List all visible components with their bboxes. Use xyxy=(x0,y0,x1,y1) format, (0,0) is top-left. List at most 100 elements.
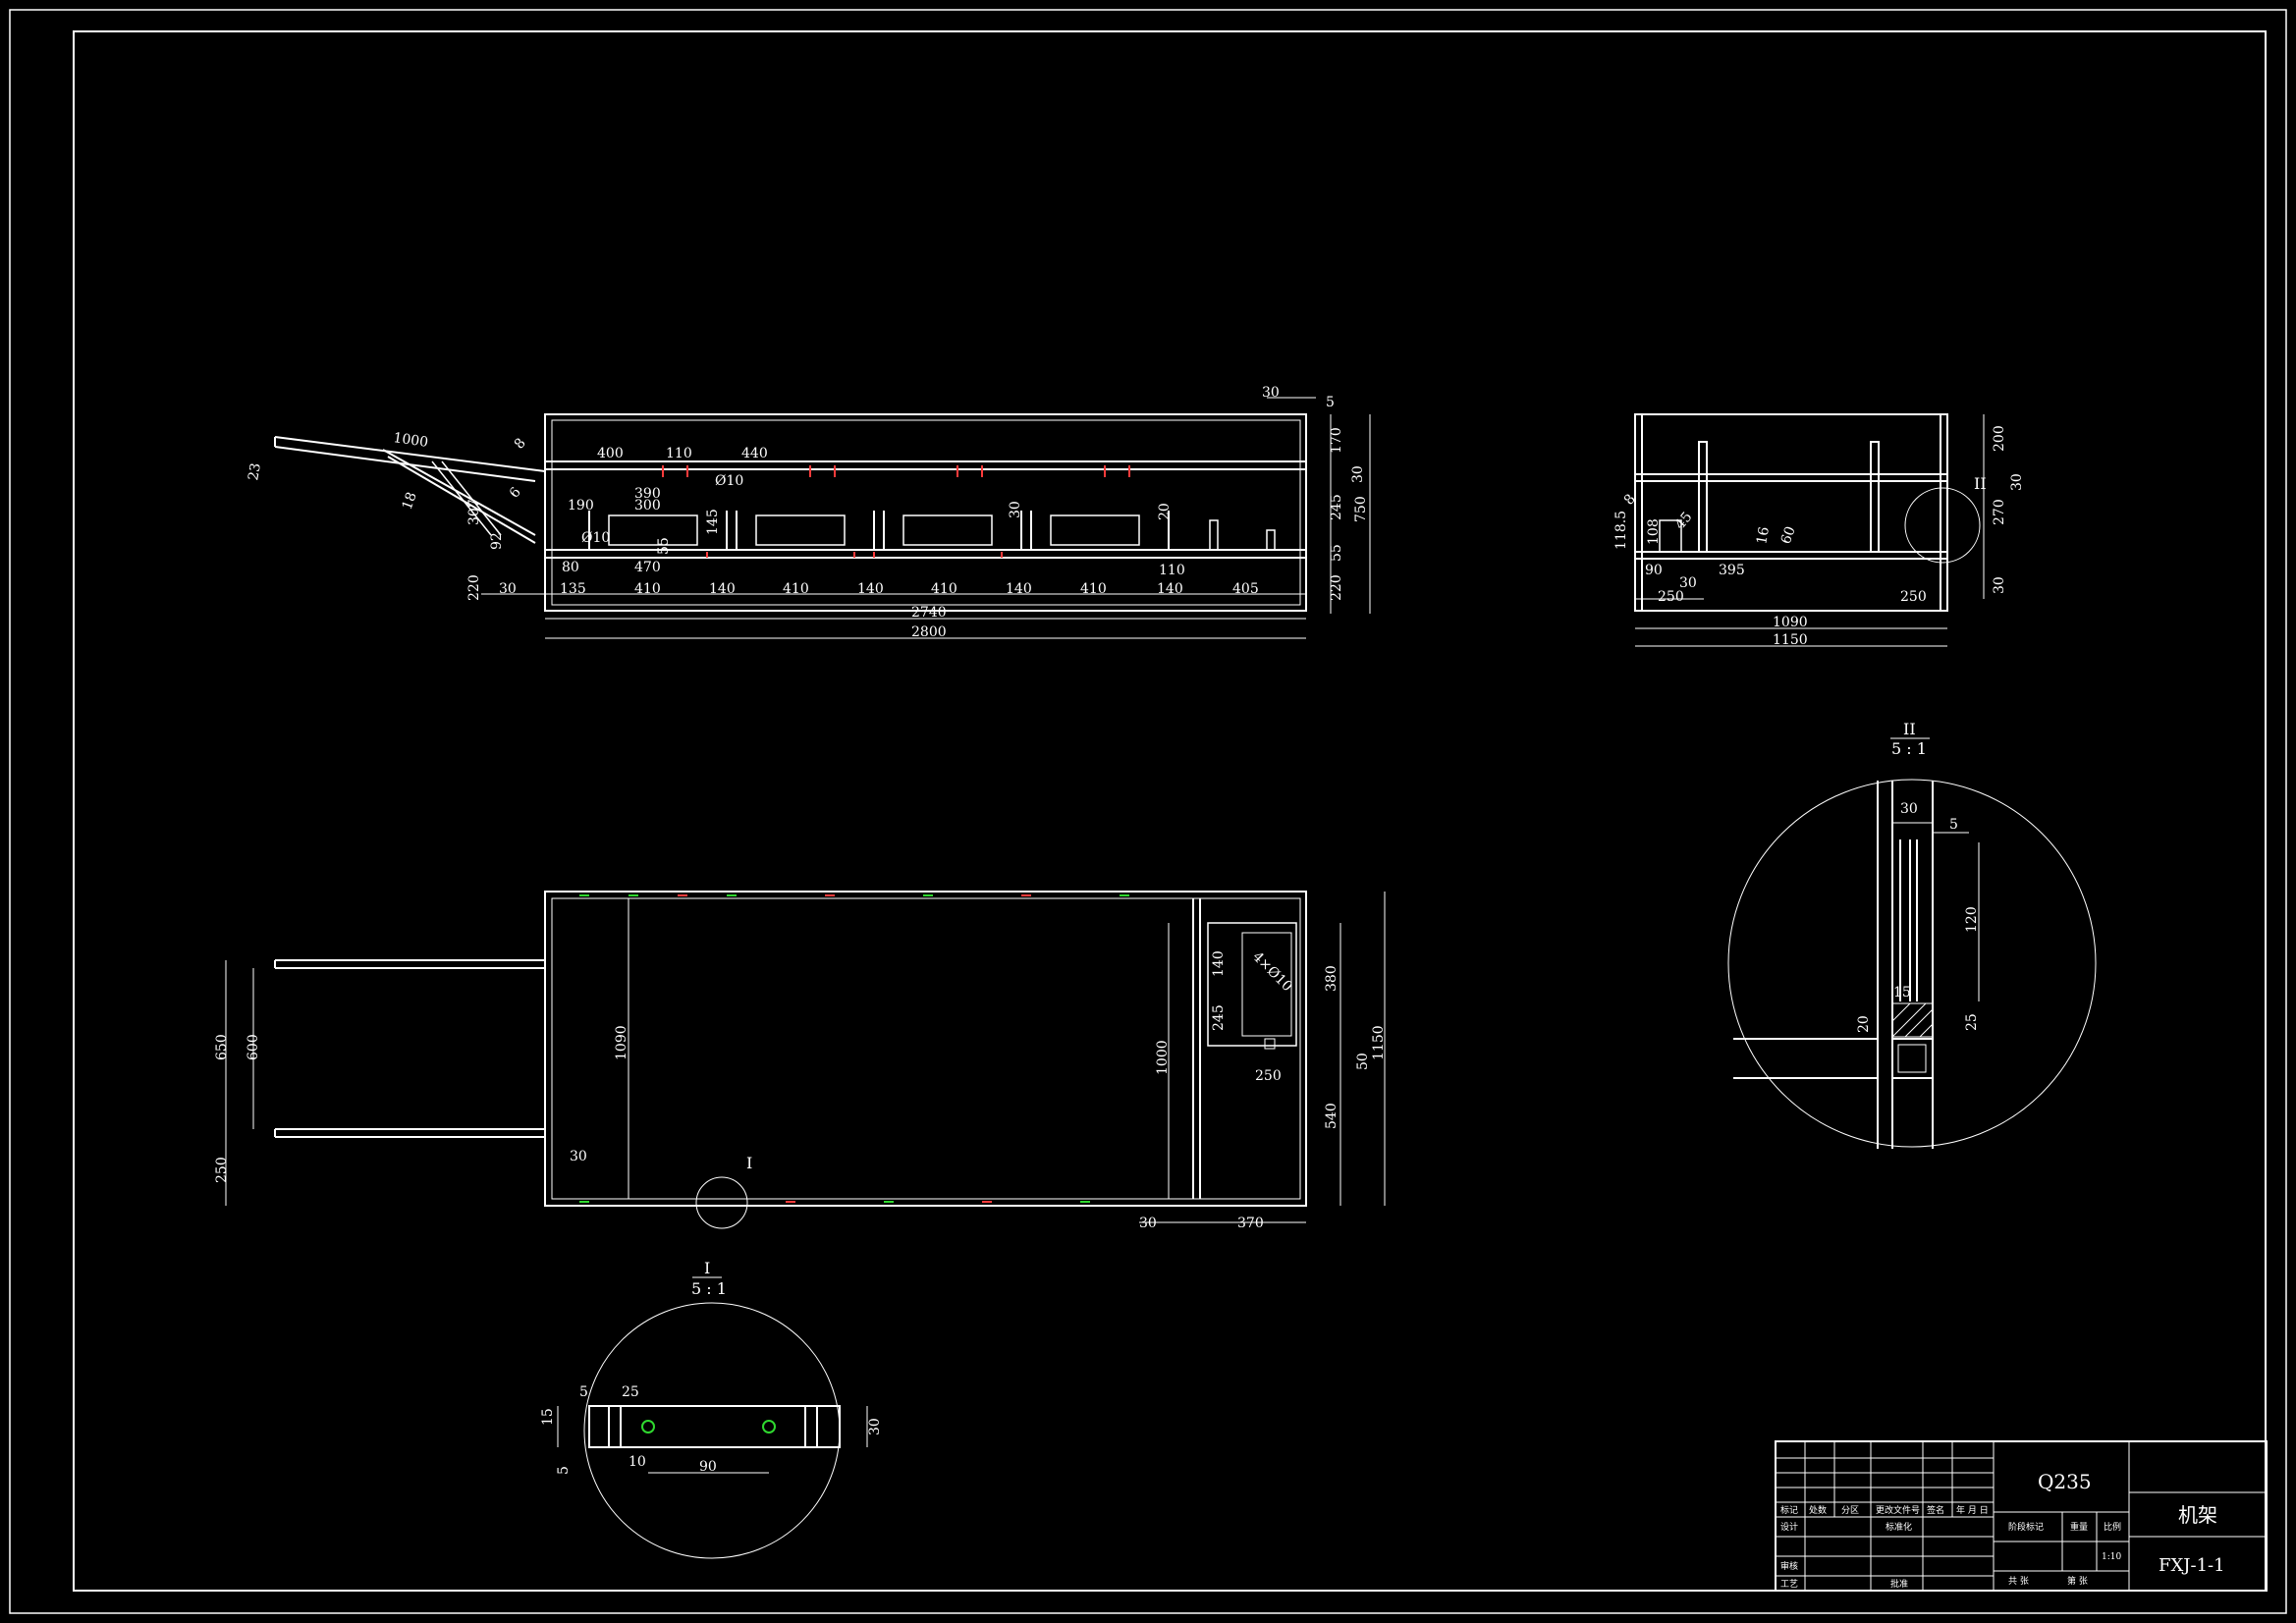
dim-390: 390 xyxy=(634,486,661,502)
weld-markers-top xyxy=(579,894,1129,1203)
dim-20-mid: 20 xyxy=(1157,503,1173,520)
dim-90-side: 90 xyxy=(1645,563,1663,578)
tb-label-count: 处数 xyxy=(1809,1504,1827,1516)
dim-phi10-a: Ø10 xyxy=(715,473,743,489)
dim-2740: 2740 xyxy=(911,605,947,621)
dim-250-inner: 250 xyxy=(1255,1068,1282,1084)
detail-ii-dim-25: 25 xyxy=(1964,1013,1980,1031)
dim-16: 16 xyxy=(1754,525,1773,545)
dim-250-left: 250 xyxy=(1658,589,1684,605)
detail-i-scale: 5 : 1 xyxy=(691,1279,727,1298)
callout-i: I xyxy=(746,1154,752,1172)
dim-1150-side: 1150 xyxy=(1773,632,1808,648)
dim-190: 190 xyxy=(568,498,594,514)
detail-i-dim-30: 30 xyxy=(867,1418,883,1435)
dim-600: 600 xyxy=(246,1034,261,1060)
dim-250-right: 250 xyxy=(1900,589,1927,605)
detail-ii-dim-30: 30 xyxy=(1900,801,1918,817)
dim-30-mid: 30 xyxy=(1008,501,1023,518)
detail-ii: II 5 : 1 xyxy=(1727,720,2097,1149)
dim-30-side-c: 30 xyxy=(1992,576,2007,594)
dim-5-top: 5 xyxy=(1326,395,1335,410)
dim-540: 540 xyxy=(1324,1103,1339,1129)
dim-1090-side: 1090 xyxy=(1773,615,1808,630)
tb-approve: 批准 xyxy=(1890,1578,1908,1590)
inner-frame xyxy=(73,30,2267,1592)
dim-145: 145 xyxy=(705,509,721,535)
dim-55-right: 55 xyxy=(1329,544,1344,562)
dim-30-top-b: 30 xyxy=(1139,1216,1157,1231)
dim-50: 50 xyxy=(1355,1053,1371,1070)
detail-ii-dim-15: 15 xyxy=(1893,985,1911,1001)
tb-design: 设计 xyxy=(1780,1521,1798,1533)
title-block-text: Q235 机架 FXJ-1-1 1:10 标记 处数 分区 更改文件号 签名 年… xyxy=(1780,1470,2225,1590)
dim-60: 60 xyxy=(1778,524,1799,546)
dim-55-a: 55 xyxy=(656,537,672,555)
hatched-section xyxy=(1891,1002,1934,1038)
dim-30-top: 30 xyxy=(1262,385,1280,401)
tb-process: 工艺 xyxy=(1780,1579,1798,1590)
dim-300: 300 xyxy=(634,498,661,514)
dim-118-5: 118.5 xyxy=(1613,511,1629,550)
dim-92: 92 xyxy=(489,532,505,550)
dim-18: 18 xyxy=(400,490,420,512)
dim-110: 110 xyxy=(666,446,692,461)
dim-140-top: 140 xyxy=(1211,950,1227,977)
callout-ii: II xyxy=(1974,474,1987,493)
detail-i-dim-5-a: 5 xyxy=(579,1384,588,1400)
dim-470: 470 xyxy=(634,560,661,575)
detail-ii-dim-5: 5 xyxy=(1949,817,1958,833)
dim-440: 440 xyxy=(741,446,768,461)
tb-sheet-no: 第 张 xyxy=(2067,1575,2088,1587)
tb-label-sign: 签名 xyxy=(1927,1504,1944,1516)
dim-410-c: 410 xyxy=(931,581,957,597)
outer-frame xyxy=(9,9,2287,1614)
tb-label-change: 更改文件号 xyxy=(1876,1504,1920,1516)
dim-307: 307 xyxy=(466,499,482,525)
detail-i-dim-5-b: 5 xyxy=(556,1466,572,1475)
dim-410-a: 410 xyxy=(634,581,661,597)
top-view xyxy=(225,891,1386,1229)
detail-i-dim-15: 15 xyxy=(540,1408,556,1426)
drawing-code: FXJ-1-1 xyxy=(2159,1555,2225,1576)
dim-140-d: 140 xyxy=(1157,581,1183,597)
dim-30-top-a: 30 xyxy=(570,1149,587,1164)
dim-108: 108 xyxy=(1646,518,1662,545)
weld-markers-front xyxy=(662,465,1130,558)
tb-label-date: 年 月 日 xyxy=(1956,1504,1989,1516)
side-view xyxy=(1634,413,1985,647)
dim-1000-top: 1000 xyxy=(1155,1040,1171,1075)
dim-30-right: 30 xyxy=(1350,465,1366,483)
tb-weight: 重量 xyxy=(2070,1521,2088,1533)
dim-170: 170 xyxy=(1329,427,1344,454)
tb-review: 审核 xyxy=(1780,1560,1798,1572)
dim-220-left: 220 xyxy=(466,574,482,601)
part-name: 机架 xyxy=(2178,1503,2217,1527)
detail-i-callout-circle xyxy=(695,1176,748,1229)
drawing-scale: 1:10 xyxy=(2102,1552,2121,1562)
dim-1150-top: 1150 xyxy=(1371,1025,1387,1060)
detail-ii-dim-120: 120 xyxy=(1964,906,1980,933)
dim-140-c: 140 xyxy=(1006,581,1032,597)
detail-ii-dim-20: 20 xyxy=(1856,1015,1872,1033)
dim-410-d: 410 xyxy=(1080,581,1107,597)
dim-30-side: 30 xyxy=(1679,575,1697,591)
detail-i-dim-10: 10 xyxy=(629,1454,646,1470)
dim-200: 200 xyxy=(1992,425,2007,452)
dim-140-b: 140 xyxy=(857,581,884,597)
dim-30-side-b: 30 xyxy=(2009,473,2025,491)
dim-410-b: 410 xyxy=(783,581,809,597)
tb-stage: 阶段标记 xyxy=(2008,1521,2044,1533)
front-view xyxy=(274,397,1371,639)
dim-80: 80 xyxy=(562,560,579,575)
dim-245: 245 xyxy=(1329,494,1344,520)
detail-i-label: I xyxy=(704,1259,710,1277)
dim-370: 370 xyxy=(1237,1216,1264,1231)
dim-405: 405 xyxy=(1232,581,1259,597)
material: Q235 xyxy=(2038,1470,2092,1493)
dim-750: 750 xyxy=(1353,496,1369,522)
title-block xyxy=(1775,1440,2268,1592)
dim-220-right: 220 xyxy=(1329,574,1344,601)
front-view-dims: 1000 23 18 307 92 220 30 8 6 400 110 440… xyxy=(246,385,1369,640)
